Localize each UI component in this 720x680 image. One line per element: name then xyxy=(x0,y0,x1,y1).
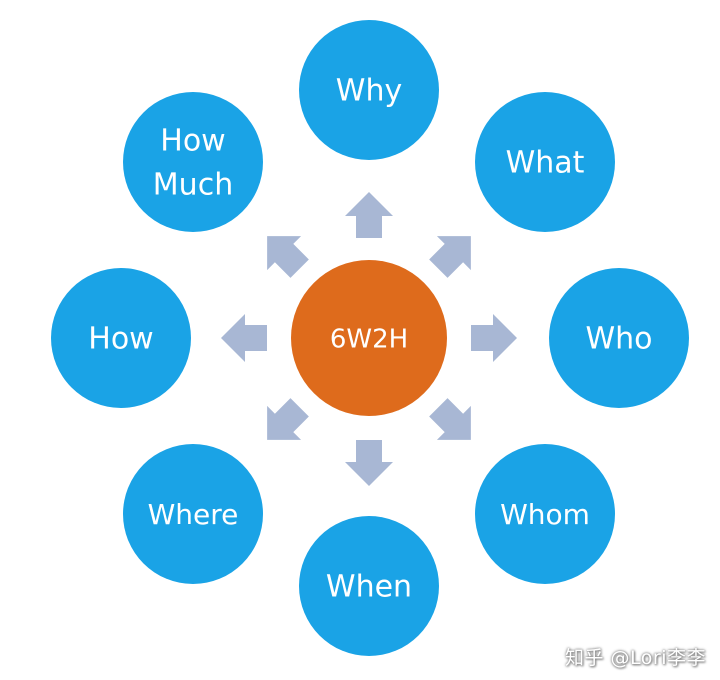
arrow-how-much xyxy=(267,236,309,278)
arrow-what xyxy=(429,236,471,278)
arrow-how xyxy=(221,314,267,362)
who-circle xyxy=(549,268,689,408)
how-much-label: Much xyxy=(153,168,233,203)
arrow-who xyxy=(471,314,517,362)
how-much-circle xyxy=(123,92,263,232)
who-label: Who xyxy=(585,322,652,357)
node-when: When xyxy=(299,516,439,656)
why-label: Why xyxy=(336,74,402,109)
arrow-why xyxy=(345,192,393,238)
how-much-label: How xyxy=(160,124,225,159)
what-label: What xyxy=(506,146,585,181)
arrow-when xyxy=(345,440,393,486)
what-circle xyxy=(475,92,615,232)
arrow-whom xyxy=(429,398,471,440)
node-what: What xyxy=(475,92,615,232)
whom-label: Whom xyxy=(500,498,590,531)
whom-circle xyxy=(475,444,615,584)
when-label: When xyxy=(326,570,412,605)
node-who: Who xyxy=(549,268,689,408)
where-circle xyxy=(123,444,263,584)
how-circle xyxy=(51,268,191,408)
where-label: Where xyxy=(148,498,239,531)
when-circle xyxy=(299,516,439,656)
center-label: 6W2H xyxy=(330,325,408,355)
center-circle xyxy=(291,260,447,416)
node-why: Why xyxy=(299,20,439,160)
watermark: 知乎 @Lori李李 xyxy=(564,647,706,669)
center-node: 6W2H xyxy=(291,260,447,416)
arrow-where xyxy=(267,398,309,440)
node-whom: Whom xyxy=(475,444,615,584)
node-how: How xyxy=(51,268,191,408)
how-label: How xyxy=(88,322,153,357)
node-where: Where xyxy=(123,444,263,584)
why-circle xyxy=(299,20,439,160)
